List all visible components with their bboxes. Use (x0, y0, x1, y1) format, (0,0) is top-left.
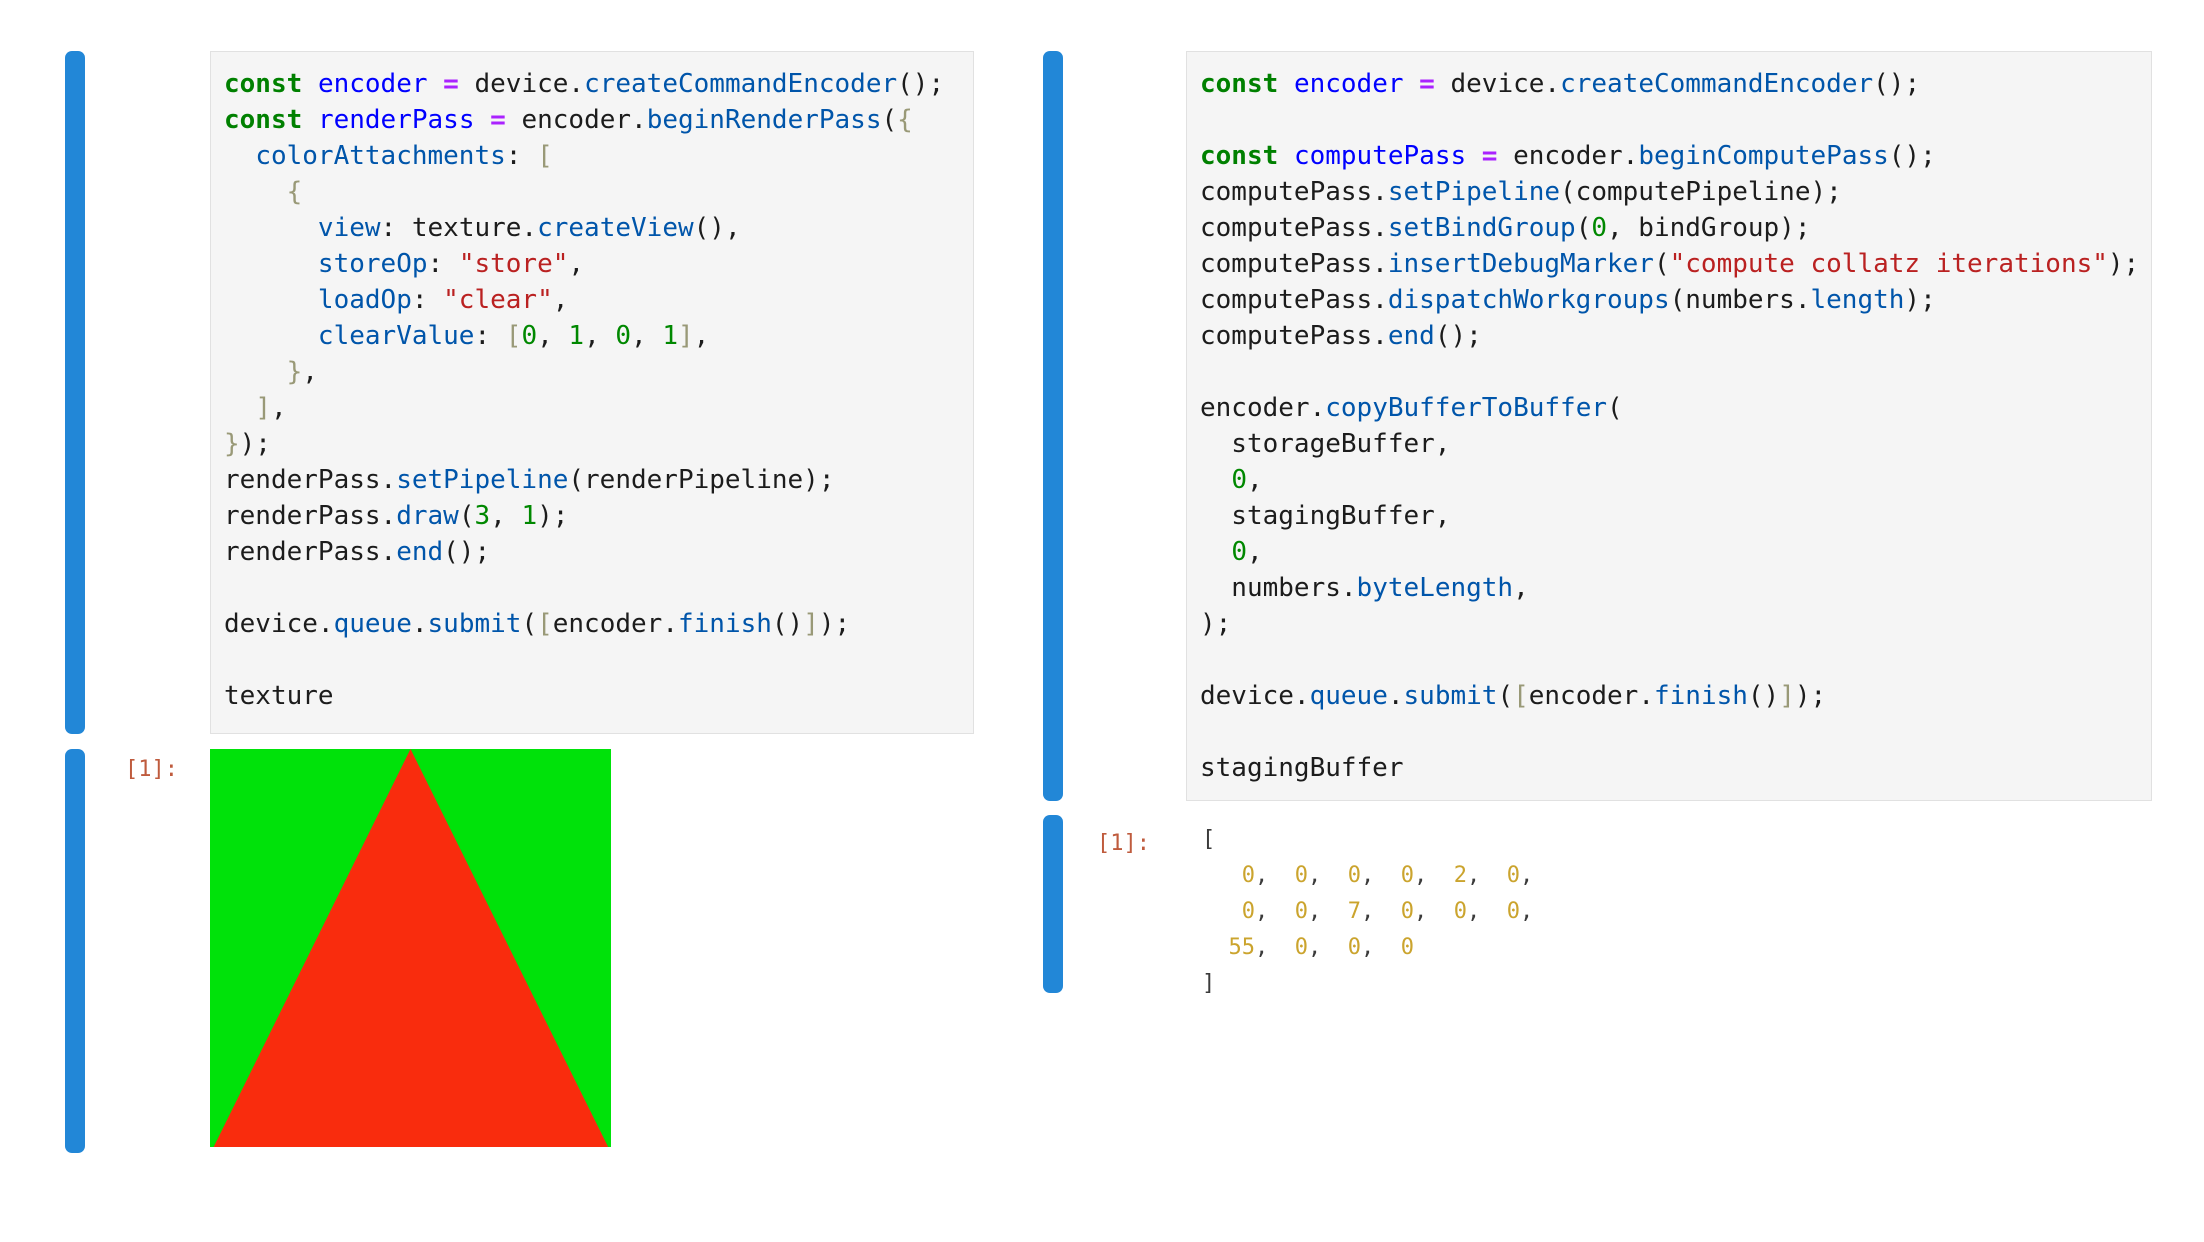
code-line: computePass.dispatchWorkgroups(numbers.l… (1200, 285, 1936, 315)
code-line: 0, 0, 7, 0, 0, 0, (1241, 899, 1534, 924)
code-line: texture (224, 681, 334, 711)
code-line: colorAttachments: [ (255, 141, 553, 171)
right-output-prompt: [1]: (1097, 831, 1150, 856)
triangle-shape (213, 749, 609, 1147)
code-line: view: texture.createView(), (317, 213, 741, 243)
right-output-array: [ 0, 0, 0, 0, 2, 0, 0, 0, 7, 0, 0, 0, 55… (1202, 822, 1533, 1002)
code-line: computePass.insertDebugMarker("compute c… (1200, 249, 2140, 279)
code-line: device.queue.submit([encoder.finish()]); (224, 609, 851, 639)
code-line: ], (255, 393, 287, 423)
code-line: }); (224, 429, 271, 459)
code-line: storeOp: "store", (317, 249, 585, 279)
code-line: { (286, 177, 303, 207)
code-line: ); (1200, 609, 1232, 639)
code-line (1200, 354, 2151, 390)
code-line: 0, (1231, 537, 1263, 567)
code-line: stagingBuffer (1200, 753, 1404, 783)
right-output-collapser[interactable] (1043, 815, 1063, 993)
code-line: loadOp: "clear", (317, 285, 569, 315)
code-line: ] (1202, 971, 1216, 996)
code-line: encoder.copyBufferToBuffer( (1200, 393, 1623, 423)
left-code-cell[interactable]: const encoder = device.createCommandEnco… (210, 51, 974, 734)
code-line: renderPass.draw(3, 1); (224, 501, 569, 531)
code-line: renderPass.end(); (224, 537, 491, 567)
code-line: computePass.setPipeline(computePipeline)… (1200, 177, 1842, 207)
code-line: renderPass.setPipeline(renderPipeline); (224, 465, 835, 495)
code-line: const encoder = device.createCommandEnco… (224, 69, 945, 99)
right-code-editor[interactable]: const encoder = device.createCommandEnco… (1200, 66, 2151, 786)
code-line: const computePass = encoder.beginCompute… (1200, 141, 1936, 171)
code-line: computePass.setBindGroup(0, bindGroup); (1200, 213, 1811, 243)
code-line (1200, 102, 2151, 138)
code-line: 0, (1231, 465, 1263, 495)
code-line: storageBuffer, (1200, 429, 1451, 459)
code-line (224, 570, 973, 606)
code-line: device.queue.submit([encoder.finish()]); (1200, 681, 1827, 711)
code-line: const renderPass = encoder.beginRenderPa… (224, 105, 913, 135)
left-output-prompt: [1]: (125, 757, 178, 782)
code-line: stagingBuffer, (1200, 501, 1451, 531)
code-line: 55, 0, 0, 0 (1228, 935, 1415, 960)
right-code-cell[interactable]: const encoder = device.createCommandEnco… (1186, 51, 2152, 801)
code-line (1200, 642, 2151, 678)
right-code-cell-collapser[interactable] (1043, 51, 1063, 801)
left-output-render-image (210, 749, 611, 1147)
left-code-editor[interactable]: const encoder = device.createCommandEnco… (224, 66, 973, 714)
code-line (224, 642, 973, 678)
code-line: computePass.end(); (1200, 321, 1482, 351)
code-line (1200, 714, 2151, 750)
code-line: const encoder = device.createCommandEnco… (1200, 69, 1921, 99)
code-line: 0, 0, 0, 0, 2, 0, (1241, 863, 1534, 888)
code-line: }, (286, 357, 318, 387)
left-code-cell-collapser[interactable] (65, 51, 85, 734)
code-line: clearValue: [0, 1, 0, 1], (317, 321, 710, 351)
code-line: [ (1202, 827, 1216, 852)
left-output-collapser[interactable] (65, 749, 85, 1153)
code-line: numbers.byteLength, (1200, 573, 1529, 603)
